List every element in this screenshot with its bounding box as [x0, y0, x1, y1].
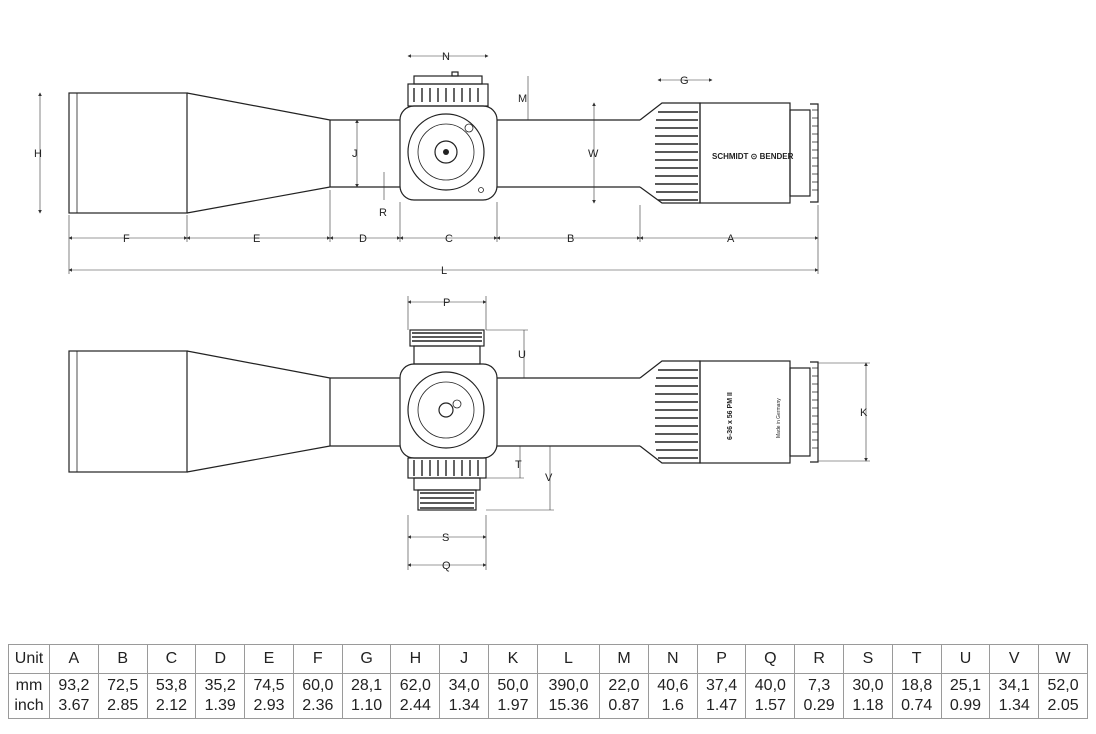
table-header-q: Q	[745, 644, 796, 674]
eyepiece	[699, 102, 819, 204]
table-header-a: A	[49, 644, 99, 674]
label-g: G	[680, 75, 689, 87]
label-j: J	[352, 148, 358, 160]
label-r: R	[379, 207, 387, 219]
label-h: H	[34, 148, 42, 160]
scope-dimension-drawing: SCHMIDT ⊙ BENDER H J R N M W G F E D C B…	[34, 51, 870, 572]
table-header-h: H	[390, 644, 441, 674]
objective-taper	[186, 92, 331, 214]
label-t: T	[515, 459, 522, 471]
label-p: P	[443, 297, 450, 309]
label-u: U	[518, 349, 526, 361]
table-header-t: T	[891, 644, 942, 674]
eyepiece-side	[699, 360, 819, 464]
parallax-knob	[407, 113, 485, 191]
label-f: F	[123, 233, 130, 245]
table-header-n: N	[647, 644, 698, 674]
label-w: W	[588, 148, 599, 160]
label-n: N	[442, 51, 450, 63]
table-header-w: W	[1038, 644, 1088, 674]
brand-text: SCHMIDT ⊙ BENDER	[712, 152, 794, 161]
elevation-turret	[407, 71, 489, 107]
label-v: V	[545, 472, 553, 484]
label-a: A	[727, 233, 735, 245]
table-header-v: V	[989, 644, 1040, 674]
table-header-j: J	[439, 644, 490, 674]
label-b: B	[567, 233, 574, 245]
rear-tube	[497, 119, 640, 188]
power-selector-ring-side	[639, 360, 701, 464]
turret-housing-side	[399, 363, 498, 459]
origin-text: Made in Germany	[776, 398, 782, 438]
table-header-u: U	[940, 644, 991, 674]
elevation-turret-side	[409, 329, 485, 365]
table-header-r: R	[794, 644, 845, 674]
objective-bell	[68, 92, 188, 214]
table-header-g: G	[341, 644, 392, 674]
table-header-f: F	[292, 644, 343, 674]
table-header-unit: Unit	[8, 644, 50, 674]
scope-side-view: 6-36 x 56 PM II Made in Germany P U T V …	[68, 296, 870, 572]
table-header-b: B	[97, 644, 148, 674]
table-header-e: E	[244, 644, 294, 674]
model-text: 6-36 x 56 PM II	[727, 392, 734, 440]
front-tube	[329, 119, 400, 188]
label-m: M	[518, 93, 527, 105]
label-s: S	[442, 532, 449, 544]
table-header-d: D	[195, 644, 246, 674]
table-header-s: S	[843, 644, 893, 674]
label-k: K	[860, 407, 868, 419]
table-header-k: K	[488, 644, 538, 674]
windage-turret	[407, 457, 487, 511]
scope-top-view: SCHMIDT ⊙ BENDER H J R N M W G F E D C B…	[34, 51, 819, 277]
label-c: C	[445, 233, 453, 245]
label-e: E	[253, 233, 260, 245]
label-l: L	[441, 265, 447, 277]
table-header-m: M	[599, 644, 649, 674]
table-header-l: L	[536, 644, 601, 674]
table-header-p: P	[696, 644, 747, 674]
table-header-c: C	[146, 644, 197, 674]
power-selector-ring	[639, 102, 701, 204]
label-d: D	[359, 233, 367, 245]
label-q: Q	[442, 560, 451, 572]
